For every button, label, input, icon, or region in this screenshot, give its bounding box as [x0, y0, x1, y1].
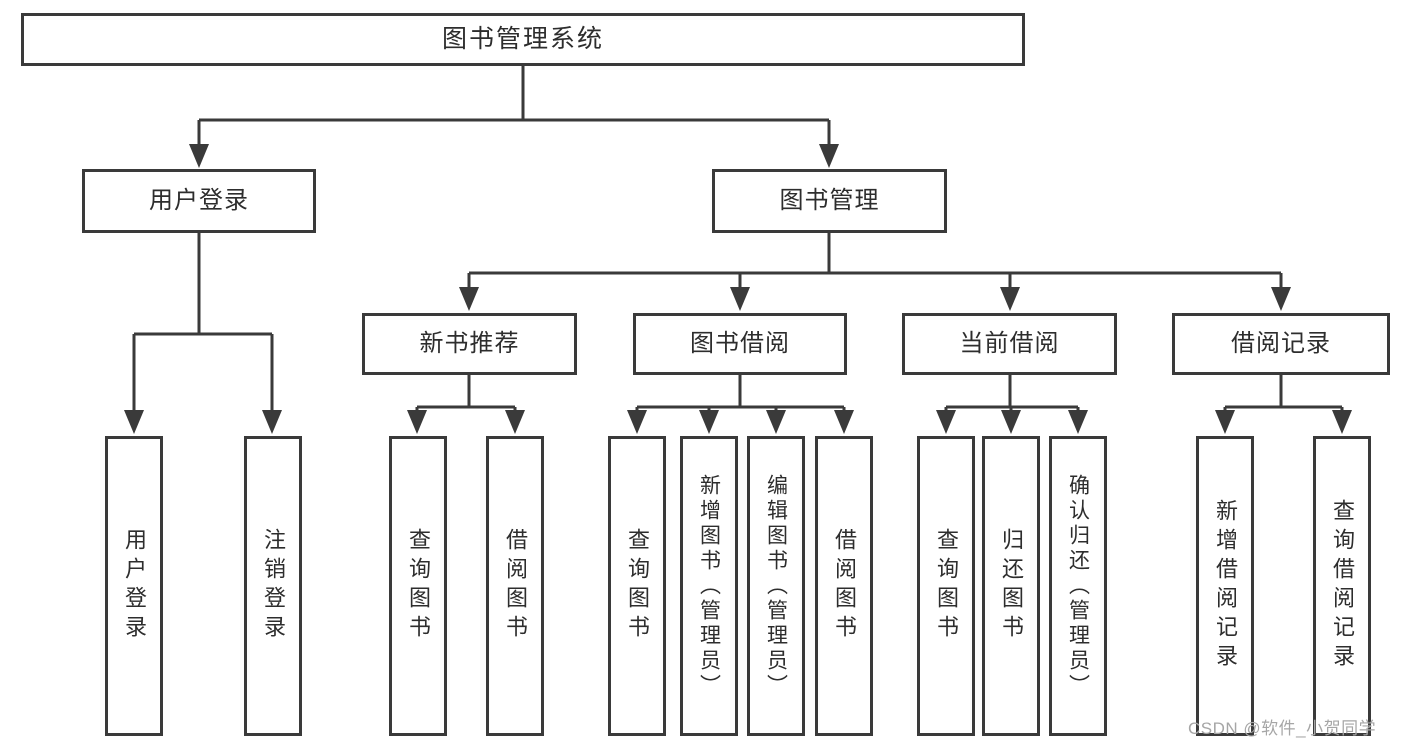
leaf-return-books: 归还图书 — [982, 436, 1040, 736]
node-book-management: 图书管理 — [712, 169, 947, 233]
node-user-login-branch: 用户登录 — [82, 169, 316, 233]
node-new-book-recommend: 新书推荐 — [362, 313, 577, 375]
arrowhead — [699, 410, 719, 434]
arrowhead — [1271, 287, 1291, 311]
node-book-borrowing: 图书借阅 — [633, 313, 847, 375]
arrowhead — [766, 410, 786, 434]
leaf-query-books-borrowing: 查询图书 — [608, 436, 666, 736]
arrowhead — [1000, 287, 1020, 311]
arrowhead — [730, 287, 750, 311]
leaf-query-books-current: 查询图书 — [917, 436, 975, 736]
csdn-watermark: CSDN @软件_小贺同学 — [1188, 719, 1377, 738]
arrowhead — [189, 144, 209, 168]
node-borrowing-records: 借阅记录 — [1172, 313, 1390, 375]
leaf-borrow-books-recommend: 借阅图书 — [486, 436, 544, 736]
leaf-add-borrow-record: 新增借阅记录 — [1196, 436, 1254, 736]
leaf-borrow-books-borrowing: 借阅图书 — [815, 436, 873, 736]
arrowhead — [834, 410, 854, 434]
arrowhead — [1215, 410, 1235, 434]
leaf-add-book-admin: 新增图书（管理员） — [680, 436, 738, 736]
arrowhead — [262, 410, 282, 434]
arrowhead — [936, 410, 956, 434]
leaf-user-login: 用户登录 — [105, 436, 163, 736]
arrowhead — [505, 410, 525, 434]
arrowhead — [459, 287, 479, 311]
leaf-edit-book-admin: 编辑图书（管理员） — [747, 436, 805, 736]
node-library-system: 图书管理系统 — [21, 13, 1025, 66]
arrowhead — [1068, 410, 1088, 434]
arrowhead — [627, 410, 647, 434]
arrowhead — [1001, 410, 1021, 434]
arrowhead — [124, 410, 144, 434]
leaf-logout-login: 注销登录 — [244, 436, 302, 736]
node-current-borrowing: 当前借阅 — [902, 313, 1117, 375]
arrowhead — [407, 410, 427, 434]
arrowhead — [819, 144, 839, 168]
arrowhead — [1332, 410, 1352, 434]
leaf-confirm-return-admin: 确认归还（管理员） — [1049, 436, 1107, 736]
leaf-query-books-recommend: 查询图书 — [389, 436, 447, 736]
leaf-query-borrow-record: 查询借阅记录 — [1313, 436, 1371, 736]
